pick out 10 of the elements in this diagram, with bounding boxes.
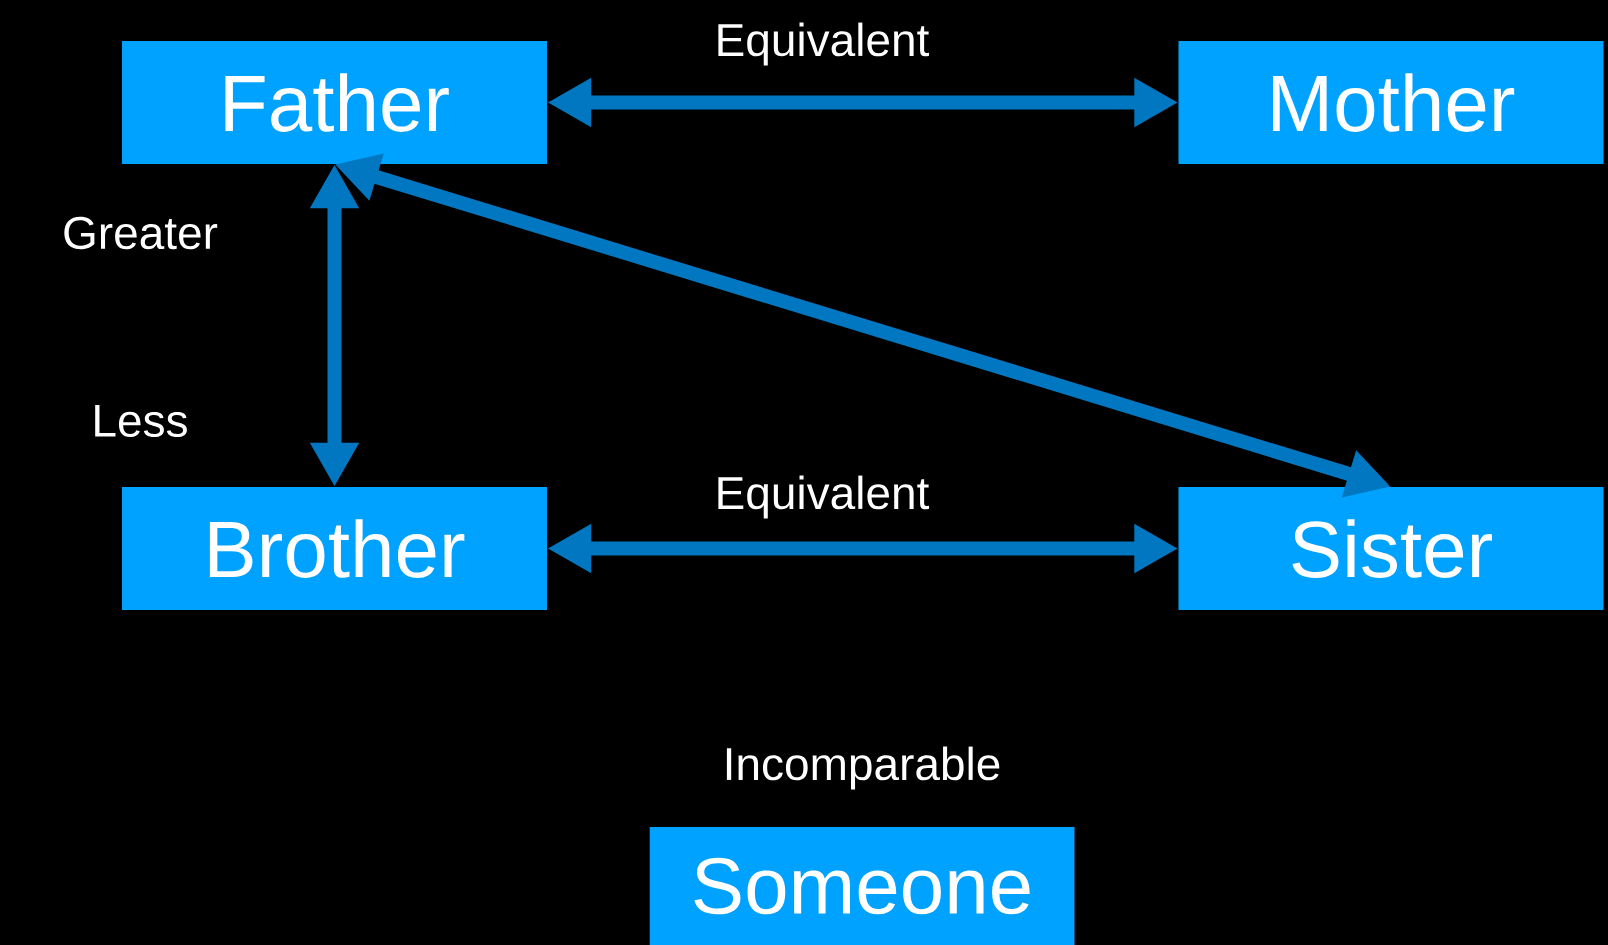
person-box: Brother xyxy=(122,487,547,610)
edge-label: Equivalent xyxy=(712,20,932,68)
relation-label: Less xyxy=(95,404,187,438)
person-box: Mother xyxy=(1178,41,1604,164)
box-heading: Incomparable xyxy=(726,746,1000,790)
relation-label: Greater xyxy=(64,216,218,250)
edge-label: Equivalent xyxy=(712,473,932,521)
person-box: Someone xyxy=(649,827,1075,945)
person-box: Sister xyxy=(1178,487,1604,610)
person-box: Father xyxy=(122,41,547,164)
